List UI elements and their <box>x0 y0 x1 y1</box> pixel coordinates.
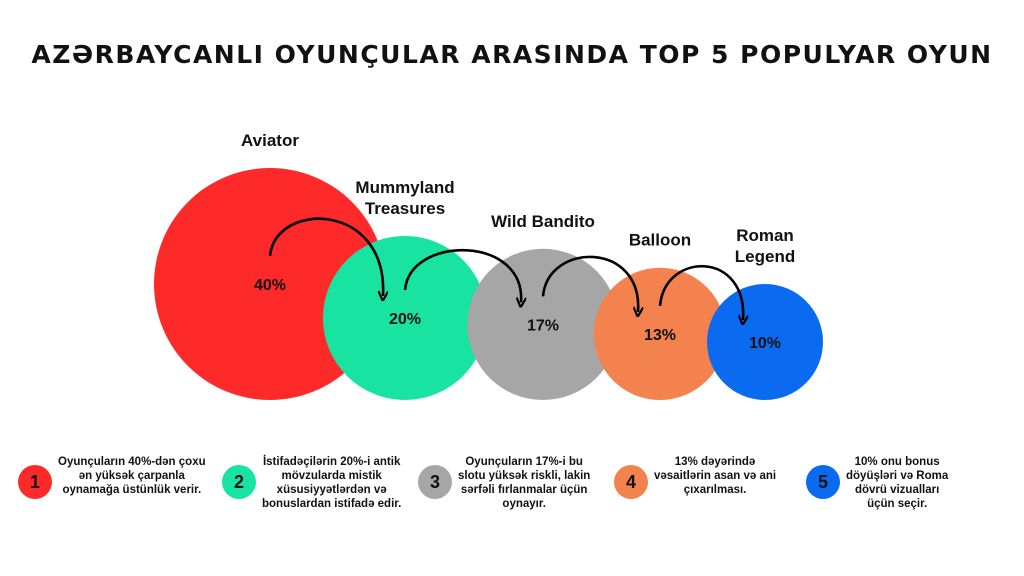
legend-description: İstifadəçilərin 20%-i antik mövzularda mi… <box>262 455 401 511</box>
legend-description-line: mövzularda mistik <box>281 470 382 482</box>
bubble-roman-legend <box>707 284 823 400</box>
legend-description-line: bonuslardan istifadə edir. <box>262 498 402 510</box>
legend-description-line: İstifadəçilərin 20%-i antik <box>262 456 401 468</box>
legend-description-line: dövrü vizualları <box>854 484 940 496</box>
value-label-mummyland-treasures: 20% <box>389 311 421 328</box>
legend-description: Oyunçuların 17%-i bu slotu yüksək riskli,… <box>458 455 590 511</box>
legend-description-line: çıxarılması. <box>683 484 747 496</box>
legend-description-line: ən yüksək çarpanla <box>78 470 185 482</box>
bubble-mummyland-treasures <box>322 235 488 400</box>
legend-number-badge: 5 <box>806 465 840 499</box>
chart-title: AZƏRBAYCANLI OYUNÇULAR ARASINDA TOP 5 PO… <box>31 40 993 69</box>
legend-description-line: oynayır. <box>502 498 546 510</box>
category-label-balloon: Balloon <box>629 231 691 250</box>
legend-description-line: üçün seçir. <box>867 498 928 510</box>
legend-description-line: sərfəli fırlanmalar üçün <box>460 484 588 496</box>
legend-description: 13% dəyərində vəsaitlərin asan və ani çıxa… <box>654 455 776 497</box>
legend-description-line: Oyunçuların 17%-i bu <box>465 456 583 468</box>
legend-item: 4 13% dəyərində vəsaitlərin asan və ani çıx… <box>614 455 776 499</box>
legend-item: 2 İstifadəçilərin 20%-i antik mövzularda m… <box>222 455 401 511</box>
legend-item: 5 10% onu bonus döyüşləri və Roma dövrü viz… <box>806 455 948 511</box>
legend-description-line: 10% onu bonus <box>854 456 940 468</box>
legend-number-badge: 4 <box>614 465 648 499</box>
legend-description-line: döyüşləri və Roma <box>846 470 949 482</box>
legend-description-line: xüsusiyyətlərdən və <box>276 484 387 496</box>
legend-description-line: oynamağa üstünlük verir. <box>62 484 202 496</box>
flow-arrow <box>268 217 383 296</box>
flow-arrow <box>403 248 521 302</box>
legend-description-line: vəsaitlərin asan və ani <box>654 470 777 482</box>
legend-description: 10% onu bonus döyüşləri və Roma dövrü vizu… <box>846 455 948 511</box>
bubble-balloon <box>593 267 727 400</box>
category-label-aviator: Aviator <box>241 131 299 150</box>
flow-arrow <box>658 264 743 320</box>
legend-item: 3 Oyunçuların 17%-i bu slotu yüksək riskli… <box>418 455 590 511</box>
legend-number-badge: 3 <box>418 465 452 499</box>
value-label-roman-legend: 10% <box>749 335 781 352</box>
legend-description-line: 13% dəyərində <box>674 456 756 468</box>
value-label-aviator: 40% <box>254 277 286 294</box>
category-label-roman-legend: Legend <box>735 247 795 266</box>
category-label-mummyland-treasures: Mummyland <box>355 178 454 197</box>
category-label-wild-bandito: Wild Bandito <box>491 212 595 231</box>
category-label-mummyland-treasures: Treasures <box>365 199 445 218</box>
value-label-wild-bandito: 17% <box>527 317 559 334</box>
flow-arrow <box>541 255 638 312</box>
category-label-roman-legend: Roman <box>736 226 794 245</box>
legend-description-line: Oyunçuların 40%-dən çoxu <box>58 456 206 468</box>
legend-number-badge: 1 <box>18 465 52 499</box>
legend-item: 1 Oyunçuların 40%-dən çoxu ən yüksək çarpa… <box>18 455 206 499</box>
value-label-balloon: 13% <box>644 327 676 344</box>
legend-description: Oyunçuların 40%-dən çoxu ən yüksək çarpan… <box>58 455 206 497</box>
legend-description-line: slotu yüksək riskli, lakin <box>458 470 591 482</box>
legend-number-badge: 2 <box>222 465 256 499</box>
bubble-wild-bandito <box>467 248 619 400</box>
